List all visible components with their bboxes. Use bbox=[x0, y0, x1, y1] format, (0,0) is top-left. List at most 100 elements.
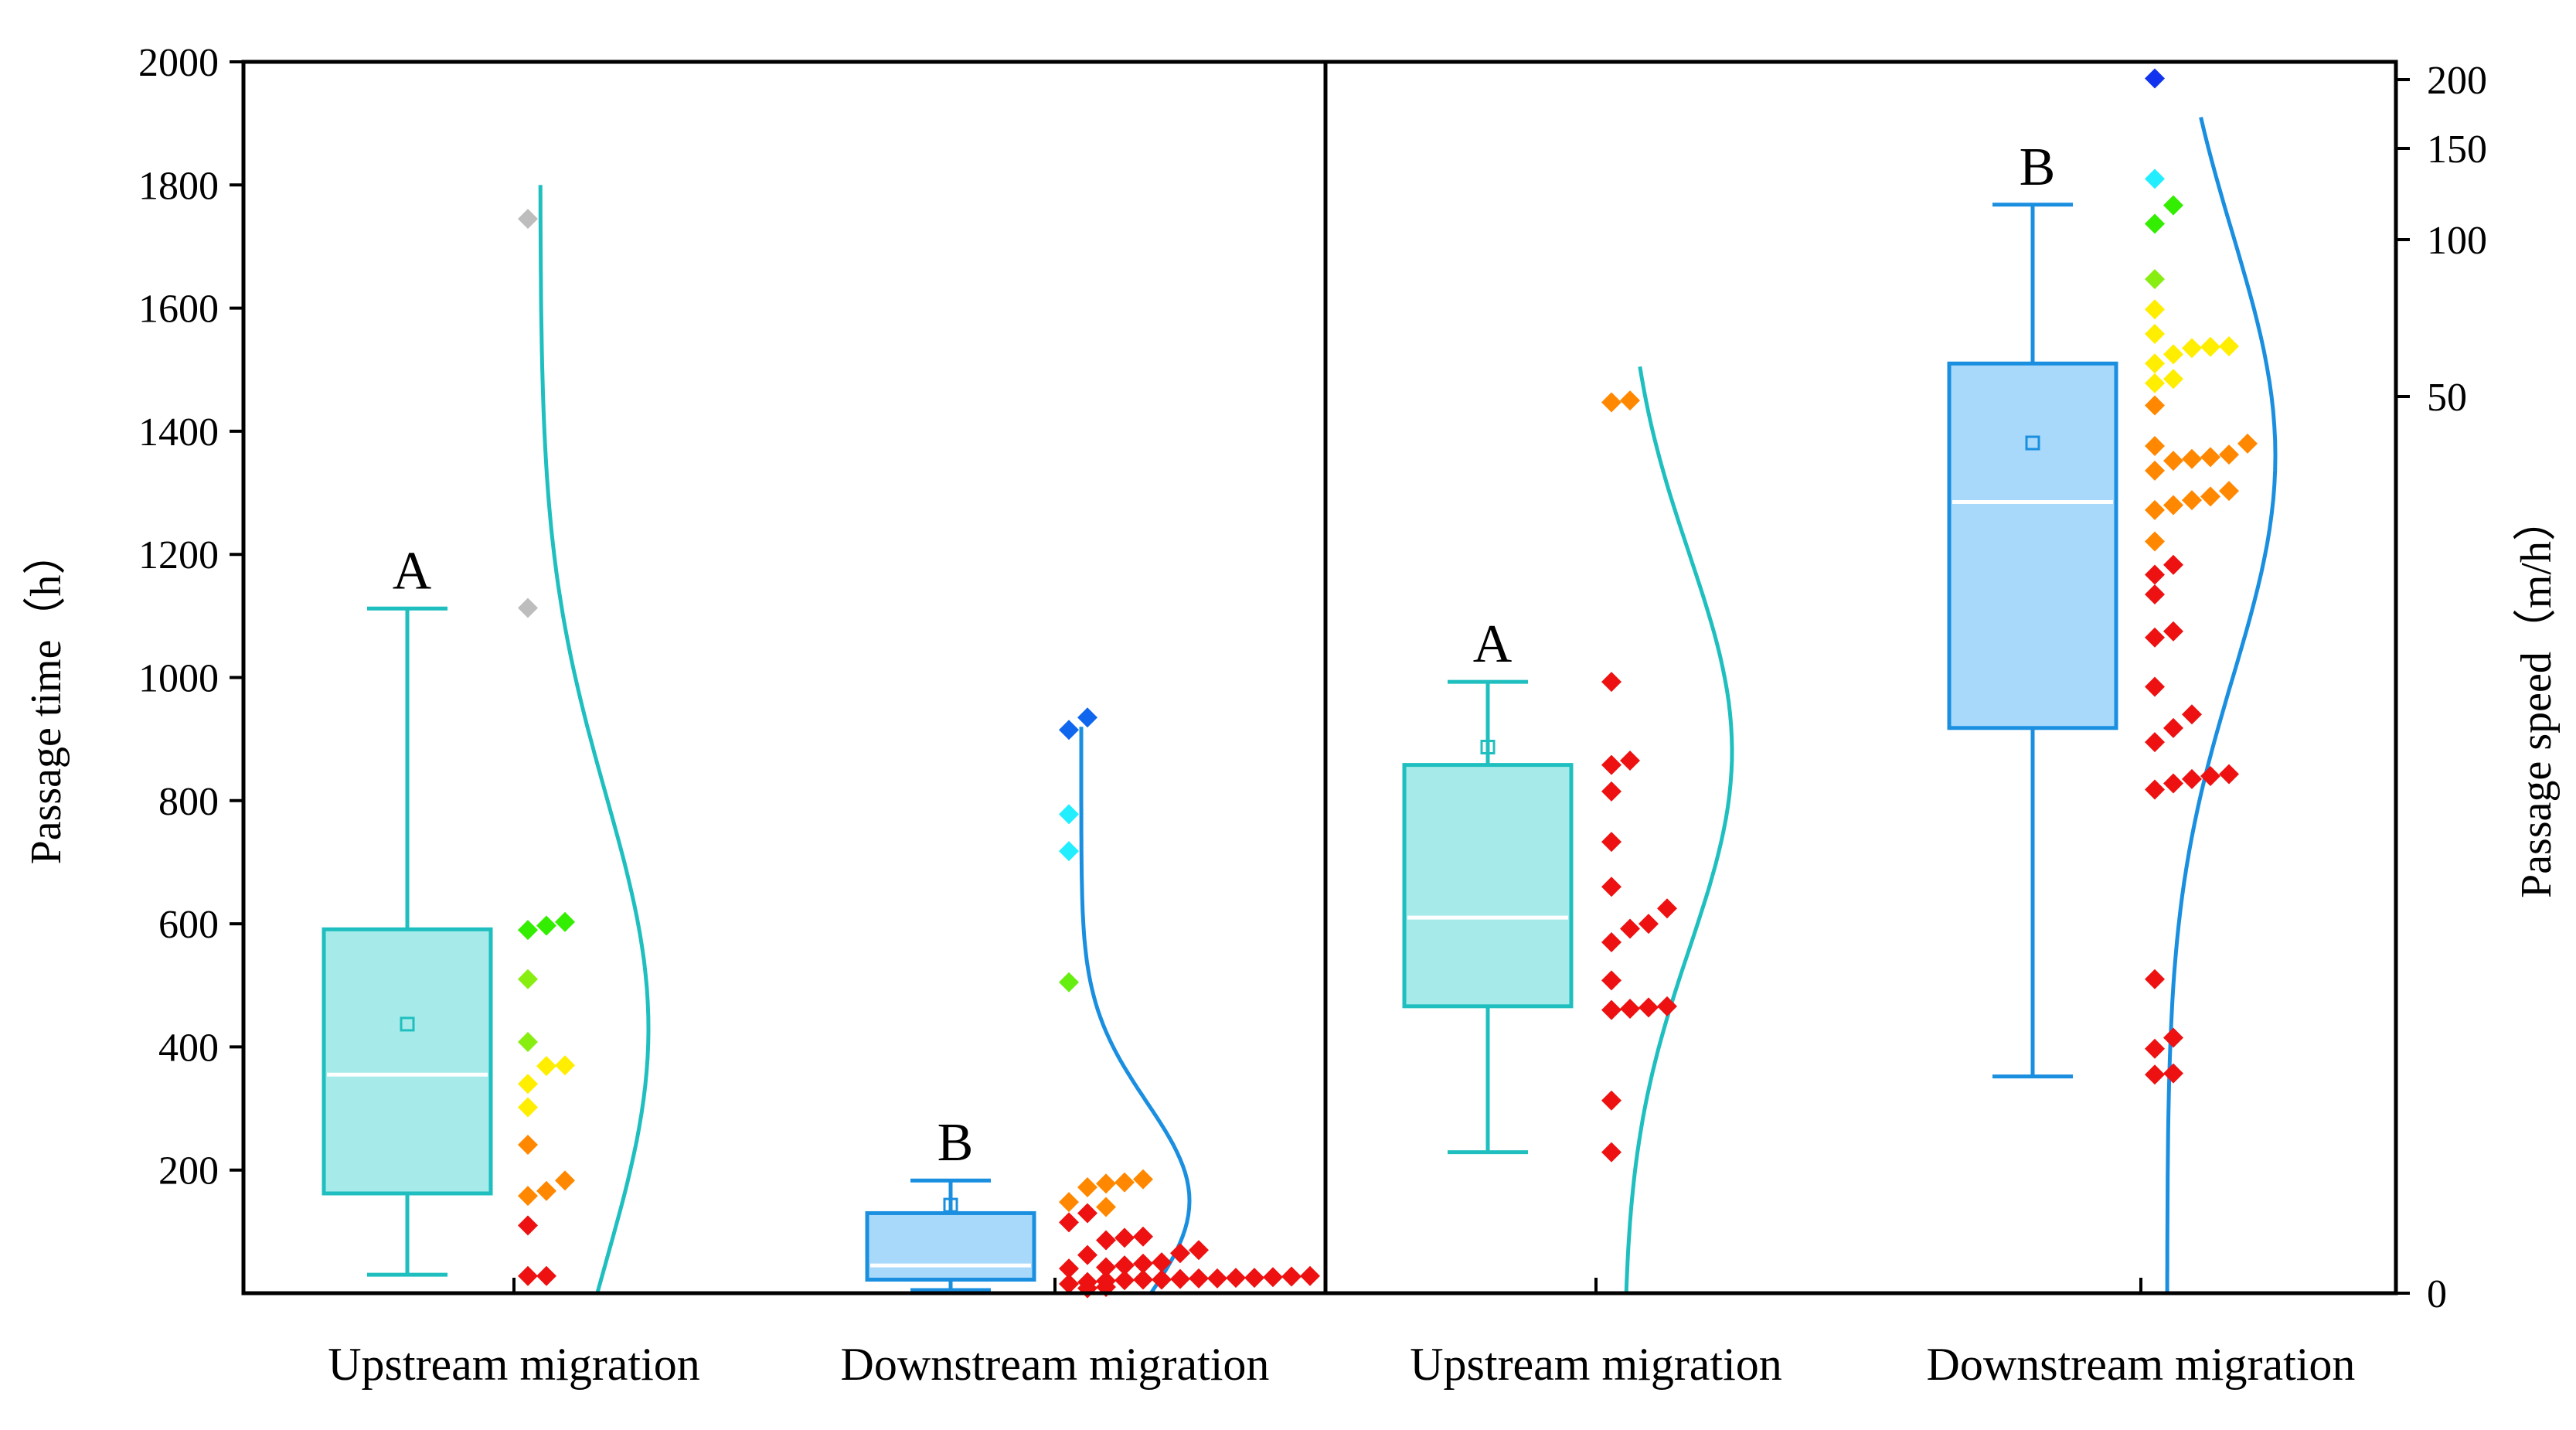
data-point bbox=[2145, 584, 2165, 604]
data-point bbox=[1077, 707, 1097, 728]
data-point bbox=[1114, 1227, 1135, 1248]
data-point bbox=[1059, 972, 1079, 992]
data-point bbox=[1133, 1169, 1153, 1190]
data-point bbox=[2219, 335, 2239, 356]
data-point bbox=[2163, 554, 2183, 575]
category-label: Downstream migration bbox=[841, 1339, 1270, 1390]
data-point bbox=[1226, 1268, 1246, 1289]
category-label: Upstream migration bbox=[1410, 1339, 1782, 1390]
data-point bbox=[1601, 999, 1621, 1020]
data-point bbox=[2163, 369, 2183, 390]
mean-marker bbox=[943, 1197, 958, 1213]
data-point bbox=[2163, 451, 2183, 472]
data-point bbox=[2163, 717, 2183, 738]
data-point bbox=[2145, 732, 2165, 753]
data-point bbox=[518, 1215, 538, 1236]
axes: 2004006008001000120014001600180020000501… bbox=[138, 41, 2487, 1390]
data-point bbox=[2145, 676, 2165, 697]
data-point bbox=[2163, 495, 2183, 516]
data-point bbox=[1170, 1243, 1190, 1264]
data-point bbox=[2145, 324, 2165, 345]
data-point bbox=[1059, 804, 1079, 825]
data-point bbox=[1601, 781, 1621, 802]
box-iqr bbox=[1402, 763, 1574, 1009]
mean-marker bbox=[1480, 740, 1496, 755]
significance-letter: A bbox=[393, 541, 432, 601]
data-points bbox=[518, 68, 2258, 1299]
data-point bbox=[518, 1265, 538, 1286]
data-point bbox=[1133, 1253, 1153, 1274]
data-point bbox=[2145, 68, 2165, 89]
data-point bbox=[1601, 832, 1621, 853]
left-tick-label: 600 bbox=[158, 903, 219, 947]
axis-labels: Passage time（h） Passage speed（m/h） bbox=[22, 498, 2561, 898]
distribution-curve bbox=[1624, 366, 1734, 1294]
data-point bbox=[2145, 531, 2165, 552]
box-iqr bbox=[865, 1210, 1036, 1282]
data-point bbox=[1207, 1268, 1227, 1289]
distribution-curve bbox=[1079, 727, 1192, 1295]
left-tick-label: 1800 bbox=[138, 164, 219, 208]
data-point bbox=[1152, 1252, 1172, 1273]
data-point bbox=[1300, 1265, 1320, 1286]
significance-letter: B bbox=[2020, 138, 2056, 197]
data-point bbox=[2200, 336, 2220, 357]
data-point bbox=[518, 1032, 538, 1053]
data-point bbox=[2182, 338, 2202, 359]
data-point bbox=[2182, 704, 2202, 725]
data-point bbox=[1620, 999, 1640, 1020]
data-point bbox=[1601, 1090, 1621, 1111]
data-point bbox=[1133, 1226, 1153, 1247]
data-point bbox=[1601, 931, 1621, 952]
data-point bbox=[1189, 1268, 1209, 1289]
data-point bbox=[2219, 444, 2239, 465]
data-point bbox=[1601, 392, 1621, 413]
category-label: Upstream migration bbox=[328, 1339, 700, 1390]
data-point bbox=[2145, 1064, 2165, 1085]
data-point bbox=[518, 920, 538, 941]
data-point bbox=[518, 1135, 538, 1156]
data-point bbox=[1244, 1268, 1264, 1289]
right-axis-label: Passage speed（m/h） bbox=[2513, 498, 2561, 898]
data-point bbox=[1620, 390, 1640, 411]
data-point bbox=[1263, 1267, 1283, 1288]
left-tick-label: 800 bbox=[158, 780, 219, 824]
left-tick-label: 2000 bbox=[138, 41, 219, 85]
right-tick-label: 0 bbox=[2427, 1272, 2447, 1316]
right-tick-label: 200 bbox=[2427, 59, 2487, 103]
data-point bbox=[2145, 627, 2165, 648]
data-point bbox=[518, 1186, 538, 1207]
data-point bbox=[1096, 1257, 1116, 1278]
data-point bbox=[1620, 918, 1640, 939]
data-point bbox=[2145, 779, 2165, 800]
data-point bbox=[2145, 564, 2165, 585]
category-label: Downstream migration bbox=[1927, 1339, 2356, 1390]
data-point bbox=[555, 911, 575, 932]
data-point bbox=[1601, 1142, 1621, 1163]
data-point bbox=[2145, 169, 2165, 189]
box-iqr bbox=[322, 927, 493, 1196]
data-point bbox=[2163, 344, 2183, 365]
data-point bbox=[1601, 877, 1621, 897]
data-point bbox=[2145, 299, 2165, 320]
data-point bbox=[1096, 1230, 1116, 1251]
data-point bbox=[555, 1055, 575, 1076]
distribution-curve bbox=[538, 185, 651, 1294]
data-point bbox=[2182, 448, 2202, 469]
data-point bbox=[1638, 914, 1659, 935]
data-point bbox=[1152, 1269, 1172, 1290]
data-point bbox=[1059, 1192, 1079, 1213]
right-tick-label: 150 bbox=[2427, 128, 2487, 172]
data-point bbox=[1601, 672, 1621, 693]
data-point bbox=[518, 1097, 538, 1118]
data-point bbox=[2219, 481, 2239, 502]
data-point bbox=[1281, 1266, 1302, 1287]
data-point bbox=[1114, 1172, 1135, 1193]
data-point bbox=[1620, 751, 1640, 771]
data-point bbox=[2163, 621, 2183, 642]
data-point bbox=[1601, 970, 1621, 991]
data-point bbox=[1096, 1173, 1116, 1194]
data-point bbox=[1059, 1274, 1079, 1295]
data-point bbox=[2145, 269, 2165, 290]
